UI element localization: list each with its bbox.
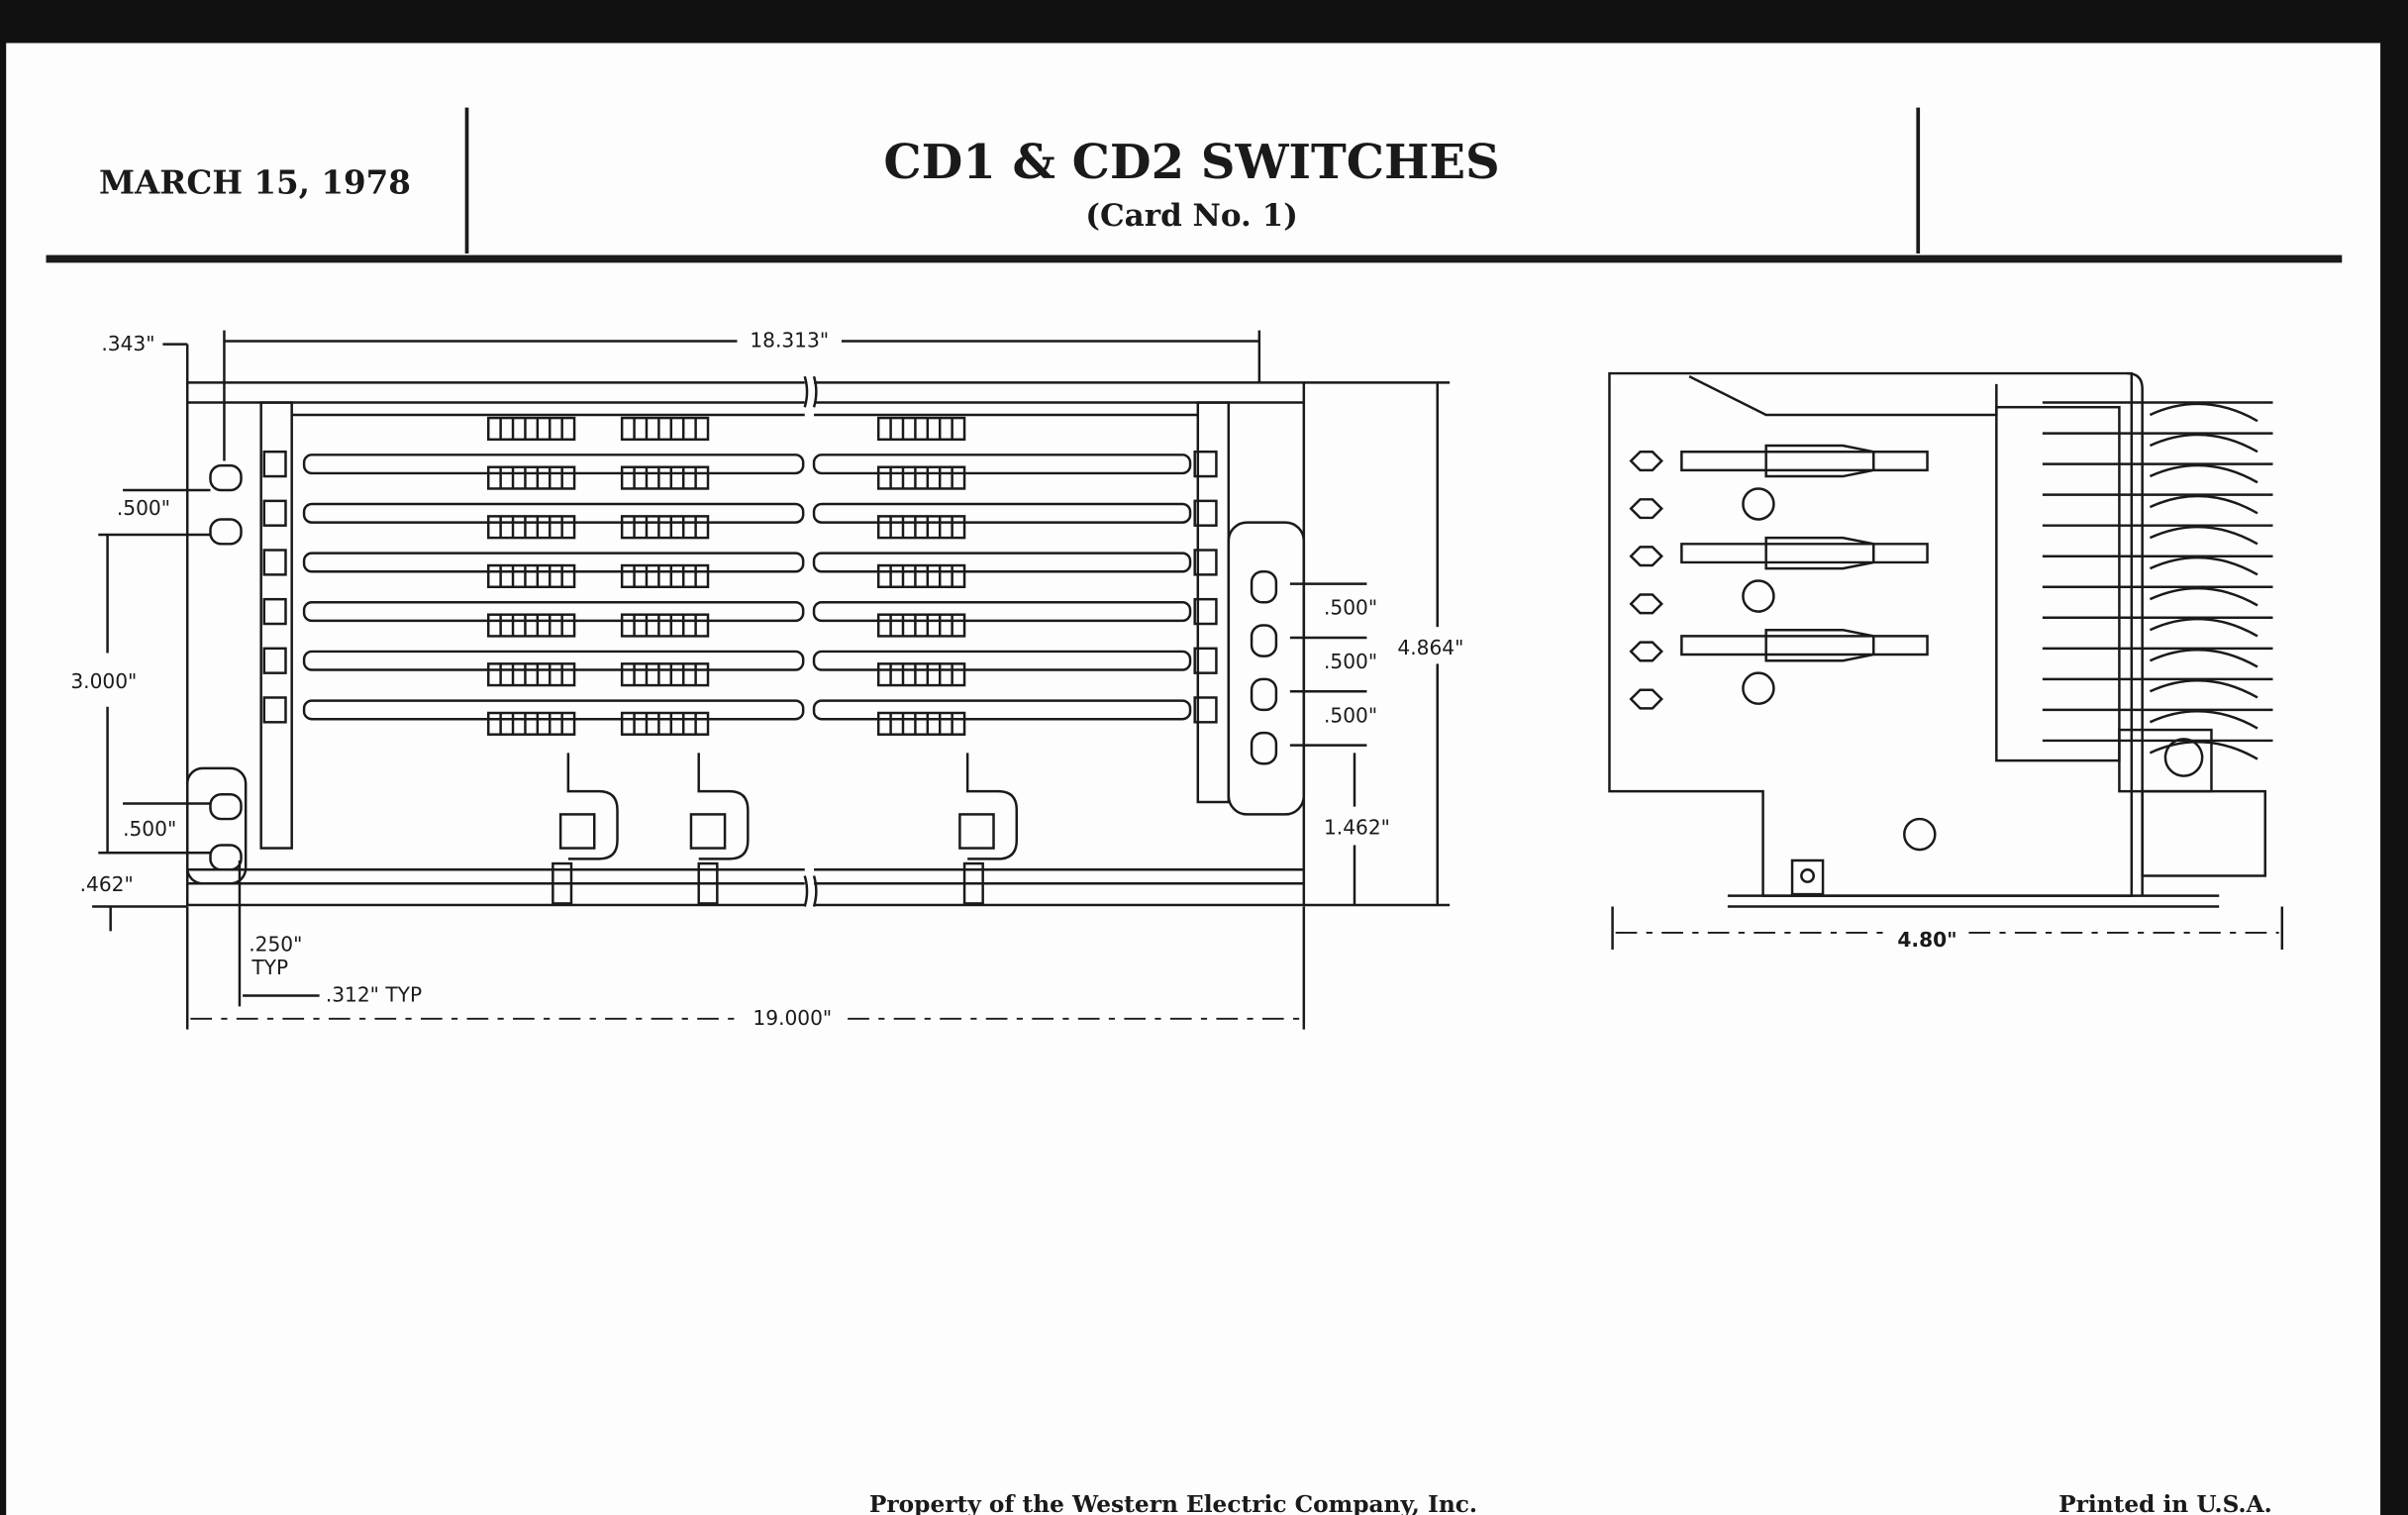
contact-bank bbox=[620, 563, 710, 588]
page-subtitle: (Card No. 1) bbox=[1085, 198, 1298, 234]
contact-bank bbox=[620, 662, 710, 687]
hex-nut bbox=[262, 549, 287, 576]
wire-loop bbox=[2149, 586, 2258, 607]
dim-edge-offset: .343" bbox=[101, 332, 154, 355]
hex-nut bbox=[1629, 450, 1663, 472]
hex-nut bbox=[1629, 641, 1663, 662]
wire-loop bbox=[2149, 433, 2258, 454]
contact-bank bbox=[620, 416, 710, 442]
contact-bank bbox=[620, 465, 710, 490]
dim-bottom-offset: .462" bbox=[80, 872, 134, 896]
front-view-dimensions: 18.313" .343" .500" 3.000" .500" .462" .… bbox=[70, 329, 1463, 1030]
contact-bank bbox=[876, 416, 966, 442]
hex-nut bbox=[1629, 546, 1663, 567]
wire-loop bbox=[2149, 402, 2258, 423]
contact-bank bbox=[876, 662, 966, 687]
contact-bank bbox=[486, 563, 576, 588]
select-bar bbox=[302, 552, 805, 573]
dim-slot-note: TYP bbox=[251, 956, 288, 979]
contact-bank bbox=[620, 515, 710, 540]
select-bar bbox=[302, 699, 805, 721]
wire-loop bbox=[2149, 710, 2258, 730]
wire-loop bbox=[2149, 525, 2258, 546]
select-bar bbox=[812, 601, 1192, 623]
hex-nut bbox=[1193, 499, 1218, 527]
hex-nut bbox=[1629, 688, 1663, 710]
wire-loop bbox=[2149, 741, 2258, 760]
spring-assembly bbox=[1680, 536, 1929, 570]
dim-height: 4.864" bbox=[1397, 636, 1463, 659]
page-title: CD1 & CD2 SWITCHES bbox=[883, 135, 1499, 190]
hex-nut bbox=[1193, 647, 1218, 674]
select-bar bbox=[302, 650, 805, 671]
screw bbox=[1742, 579, 1775, 613]
dim-right-bottom: 1.462" bbox=[1324, 816, 1390, 840]
hex-nut bbox=[262, 597, 287, 626]
hex-nut bbox=[1629, 498, 1663, 520]
select-bar bbox=[812, 699, 1192, 721]
contact-bank bbox=[876, 465, 966, 490]
wire-loop bbox=[2149, 648, 2258, 668]
wire-loop bbox=[2149, 494, 2258, 515]
dim-left-span: 3.000" bbox=[70, 669, 137, 693]
hex-nut bbox=[1193, 549, 1218, 576]
hex-nut bbox=[1193, 597, 1218, 626]
dim-left-pitch-bottom: .500" bbox=[123, 817, 176, 841]
contact-bank bbox=[876, 563, 966, 588]
footer-printed: Printed in U.S.A. bbox=[2058, 1491, 2272, 1515]
select-bar bbox=[812, 650, 1192, 671]
dim-slot-offset: .312" TYP bbox=[326, 983, 422, 1007]
screw bbox=[1742, 487, 1775, 521]
hex-nut bbox=[262, 647, 287, 674]
contact-bank bbox=[876, 515, 966, 540]
side-view-dimensions: 4.80" bbox=[1611, 906, 2284, 952]
side-view-drawing bbox=[1608, 371, 2273, 908]
dim-right-pitch-2: .500" bbox=[1324, 650, 1377, 673]
contact-bank bbox=[876, 711, 966, 736]
paper bbox=[6, 43, 2381, 1515]
select-bar bbox=[812, 454, 1192, 475]
dim-right-pitch-3: .500" bbox=[1324, 703, 1377, 727]
select-bar bbox=[812, 502, 1192, 524]
contact-bank bbox=[620, 613, 710, 638]
date: MARCH 15, 1978 bbox=[99, 163, 411, 202]
dim-overall-length: 19.000" bbox=[752, 1006, 832, 1030]
contact-bank bbox=[486, 465, 576, 490]
wire-loop bbox=[2149, 617, 2258, 638]
spring-assembly bbox=[1680, 628, 1929, 662]
hex-nut bbox=[262, 696, 287, 724]
contact-bank bbox=[486, 416, 576, 442]
contact-bank bbox=[486, 515, 576, 540]
front-view-drawing bbox=[185, 375, 1306, 910]
contact-bank bbox=[876, 613, 966, 638]
wire-loop bbox=[2149, 463, 2258, 484]
dim-slot-width: .250" bbox=[249, 933, 302, 957]
select-bar bbox=[812, 552, 1192, 573]
select-bar bbox=[302, 601, 805, 623]
dim-right-pitch-1: .500" bbox=[1324, 596, 1377, 620]
footer-property: Property of the Western Electric Company… bbox=[869, 1491, 1477, 1515]
dim-hole-span: 18.313" bbox=[750, 329, 829, 353]
spring-assembly bbox=[1680, 444, 1929, 478]
wire-loop bbox=[2149, 556, 2258, 576]
dim-left-pitch-top: .500" bbox=[117, 496, 170, 520]
contact-bank bbox=[486, 613, 576, 638]
contact-bank bbox=[620, 711, 710, 736]
hex-nut bbox=[1193, 696, 1218, 724]
contact-bank bbox=[486, 662, 576, 687]
header-rule bbox=[46, 254, 2343, 263]
hex-nut bbox=[1193, 450, 1218, 478]
select-bar bbox=[302, 454, 805, 475]
contact-bank bbox=[486, 711, 576, 736]
hex-nut bbox=[262, 499, 287, 527]
hex-nut bbox=[1629, 593, 1663, 615]
dim-depth: 4.80" bbox=[1897, 928, 1956, 952]
screw bbox=[1742, 671, 1775, 705]
select-bar bbox=[302, 502, 805, 524]
wire-loop bbox=[2149, 679, 2258, 699]
hex-nut bbox=[262, 450, 287, 478]
